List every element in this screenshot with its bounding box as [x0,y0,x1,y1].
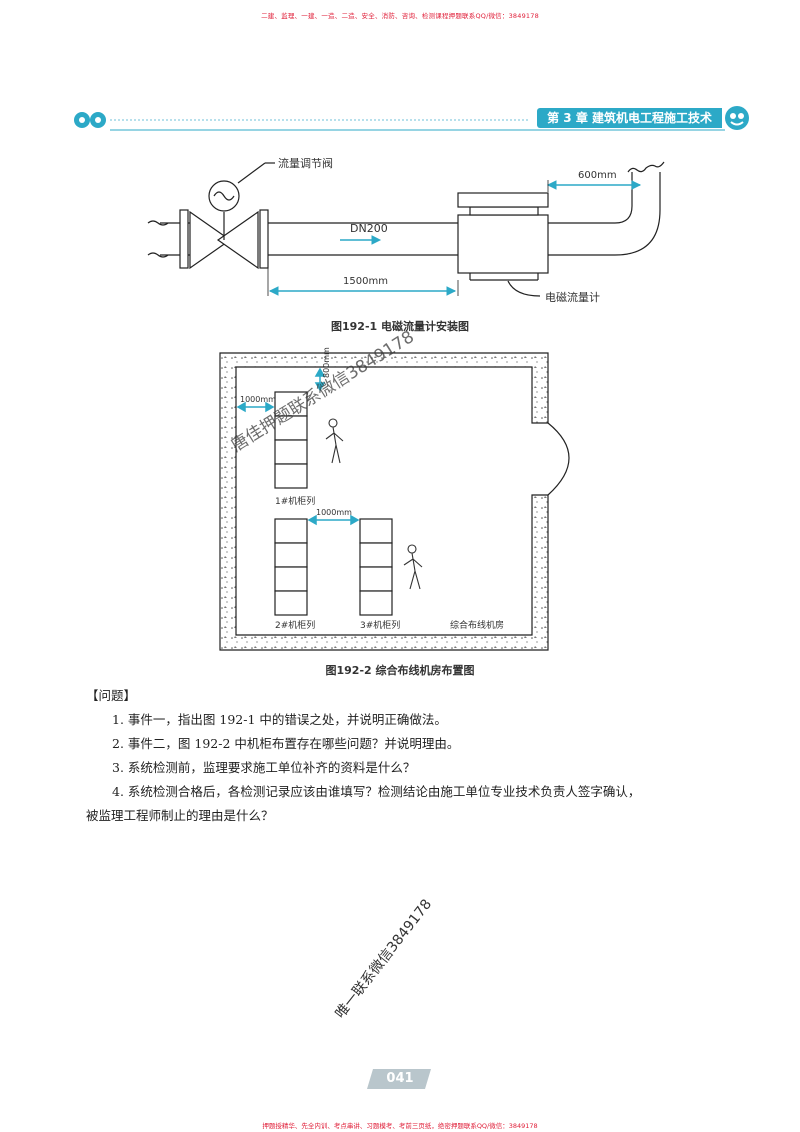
question-4-line-2: 被监理工程师制止的理由是什么？ [86,808,274,823]
dimension-1500: 1500mm [343,276,388,287]
figure-2-room-layout [219,352,570,651]
header-decoration [74,112,725,131]
cabinet-row-1-label: 1#机柜列 [275,497,316,507]
meter-label: 电磁流量计 [545,291,600,304]
figure-1-flowmeter-diagram [147,161,665,297]
question-3: 3. 系统检测前，监理要求施工单位补齐的资料是什么？ [112,760,416,775]
figure-1-caption: 图192-1 电磁流量计安装图 [330,320,469,333]
cabinet-row-3-label: 3#机柜列 [360,621,401,631]
question-2: 2. 事件二，图 192-2 中机柜布置存在哪些问题？并说明理由。 [112,736,460,751]
pipe-size-label: DN200 [350,222,388,235]
watermark-2: 唯一联系微信3849178 [332,896,436,1022]
dimension-1000-rows: 1000mm [316,508,352,517]
chapter-title: 第 3 章 建筑机电工程施工技术 [537,108,722,128]
dimension-1000-wall: 1000mm [240,395,276,404]
figure-2-caption: 图192-2 综合布线机房布置图 [325,664,475,677]
question-4-line-1: 4. 系统检测合格后，各检测记录应该由谁填写？检测结论由施工单位专业技术负责人签… [112,784,641,799]
dimension-600: 600mm [578,170,617,181]
question-1: 1. 事件一，指出图 192-1 中的错误之处，并说明正确做法。 [112,712,447,727]
top-banner: 二建、监理、一建、一造、二造、安全、消防、咨询、检测课程押题联系QQ/微信：38… [261,12,539,20]
questions-heading: 【问题】 [86,688,137,703]
page-number: 041 [386,1071,414,1086]
valve-label: 流量调节阀 [278,157,333,170]
page-number-badge [367,1069,431,1089]
questions-section: 【问题】 1. 事件一，指出图 192-1 中的错误之处，并说明正确做法。 2.… [86,684,726,828]
room-label: 综合布线机房 [450,621,505,631]
bottom-banner: 押题授精华、先全内训、考点串讲、习题模考、考前三页纸，绝密押题联系QQ/微信：3… [262,1122,538,1130]
mascot-icon [725,106,749,130]
cabinet-row-2-label: 2#机柜列 [275,621,316,631]
chapter-header: 第 3 章 建筑机电工程施工技术 [70,100,750,140]
